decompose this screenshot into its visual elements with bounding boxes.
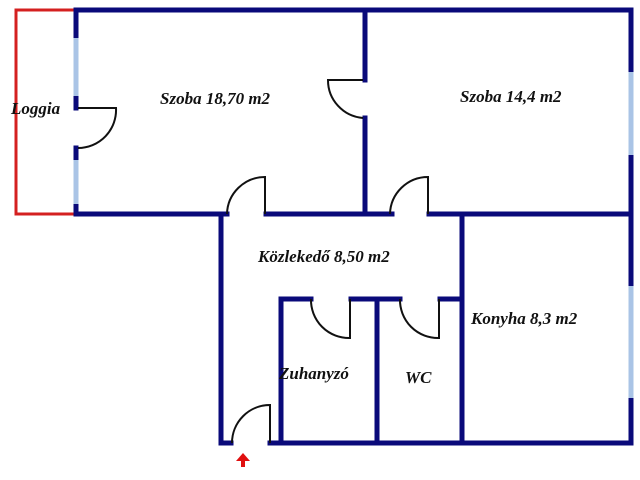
door-entrance: [231, 403, 271, 444]
door-room1-room2: [326, 79, 364, 119]
door-room2: [389, 175, 429, 215]
door-shower: [309, 298, 351, 340]
entrance-arrow-icon: [236, 453, 250, 467]
windows: [73, 38, 634, 398]
room-label-szoba-2: Szoba 14,4 m2: [460, 87, 562, 106]
room-label-konyha: Konyha 8,3 m2: [471, 309, 578, 328]
room-label-szoba-1: Szoba 18,70 m2: [160, 89, 271, 108]
room-label-zuhanyzo: Zuhanyzó: [279, 364, 349, 383]
door-wc: [398, 298, 440, 340]
loggia-outline: [14, 8, 76, 216]
room-label-wc: WC: [405, 368, 432, 387]
doors: [77, 79, 440, 444]
walls: [73, 7, 634, 446]
room-label-kozlekedo: Közlekedő 8,50 m2: [258, 247, 390, 266]
door-loggia: [77, 107, 118, 150]
door-room1: [226, 175, 266, 215]
room-label-loggia: Loggia: [11, 99, 61, 118]
